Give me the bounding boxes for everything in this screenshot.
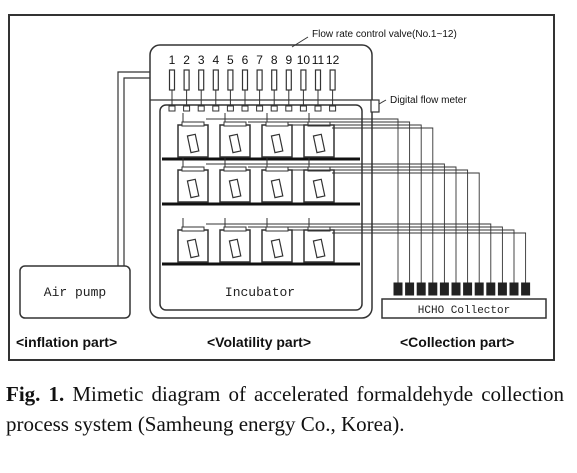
volatility-chamber <box>219 158 251 203</box>
collector-vial <box>474 282 484 296</box>
volatility-chamber <box>219 218 251 263</box>
volatility-chamber <box>261 113 293 158</box>
volatility-chamber <box>261 218 293 263</box>
valve-icon <box>183 69 190 91</box>
valve-number: 5 <box>227 53 234 67</box>
collector-vial <box>405 282 415 296</box>
tubing <box>206 118 527 283</box>
flow-sensor-icon <box>314 105 322 112</box>
chamber-grid <box>162 113 360 266</box>
air-pipe-inner <box>117 71 150 266</box>
valve-icon <box>168 69 176 91</box>
valve-number: 4 <box>212 53 219 67</box>
valve-icon <box>300 69 307 91</box>
volatility-chamber <box>303 218 335 263</box>
incubator-label: Incubator <box>225 285 295 300</box>
air-pipe <box>123 77 150 266</box>
caption-prefix: Fig. 1. <box>6 382 65 406</box>
collector-vial <box>521 282 531 296</box>
valve-number: 8 <box>271 53 278 67</box>
flow-meter-label: Digital flow meter <box>390 95 467 106</box>
figure-caption: Fig. 1. Mimetic diagram of accelerated f… <box>6 379 564 439</box>
section-collection: <Collection part> <box>400 334 514 350</box>
valve-icon <box>329 69 336 91</box>
collector-vial <box>416 282 426 296</box>
flow-sensor-icon <box>285 105 293 112</box>
valve-icon <box>227 69 234 91</box>
valve-number: 10 <box>297 53 311 67</box>
volatility-chamber <box>303 113 335 158</box>
volatility-chamber <box>177 158 209 203</box>
volatility-chamber <box>177 113 209 158</box>
valve-number: 6 <box>242 53 249 67</box>
valve-number: 12 <box>326 53 340 67</box>
collector-vials <box>393 282 531 296</box>
flow-meter-icon <box>370 99 380 113</box>
volatility-box <box>149 44 373 319</box>
valve-icon <box>271 69 278 91</box>
incubator-box <box>159 104 363 311</box>
collector-vial <box>439 282 449 296</box>
hcho-collector-box <box>381 298 547 319</box>
valve-icon <box>256 69 263 91</box>
volatility-chamber <box>219 113 251 158</box>
collector-vial <box>509 282 519 296</box>
valve-icon <box>241 69 249 91</box>
air-pump-label: Air pump <box>44 285 106 300</box>
volatility-chamber <box>177 218 209 263</box>
valve-number: 7 <box>256 53 263 67</box>
valve-icon <box>285 69 292 91</box>
collector-vial <box>497 282 507 296</box>
collector-vial <box>428 282 438 296</box>
caption-text: Mimetic diagram of accelerated formaldeh… <box>6 382 564 436</box>
collector-vial <box>486 282 496 296</box>
collector-vial <box>463 282 473 296</box>
flow-sensor-icon <box>270 105 278 112</box>
section-inflation: <inflation part> <box>16 334 117 350</box>
valve-icon <box>212 69 219 91</box>
valve-number: 1 <box>169 53 176 67</box>
volatility-chamber <box>303 158 335 203</box>
flow-sensor-icon <box>183 105 191 112</box>
valve-number: 2 <box>183 53 190 67</box>
collector-vial <box>393 282 403 296</box>
collector-vial <box>451 282 461 296</box>
flow-sensor-icon <box>212 105 220 112</box>
flow-sensor-icon <box>226 105 234 112</box>
flow-sensor-icon <box>299 105 307 112</box>
valve-icon <box>198 69 205 91</box>
valve-number: 3 <box>198 53 205 67</box>
valve-label: Flow rate control valve(No.1~12) <box>312 29 457 40</box>
valve-icon <box>314 69 322 91</box>
section-volatility: <Volatility part> <box>207 334 311 350</box>
valve-number: 9 <box>285 53 292 67</box>
volatility-chamber <box>261 158 293 203</box>
air-pump-box <box>19 265 131 319</box>
flow-sensor-icon <box>168 105 176 112</box>
flow-sensor-icon <box>256 105 264 112</box>
flow-sensor-icon <box>329 105 337 112</box>
flow-sensor-icon <box>197 105 205 112</box>
diagram-frame <box>8 14 555 361</box>
hcho-collector-label: HCHO Collector <box>418 305 510 317</box>
valve-number: 11 <box>312 53 325 67</box>
flow-sensor-icon <box>241 105 249 112</box>
